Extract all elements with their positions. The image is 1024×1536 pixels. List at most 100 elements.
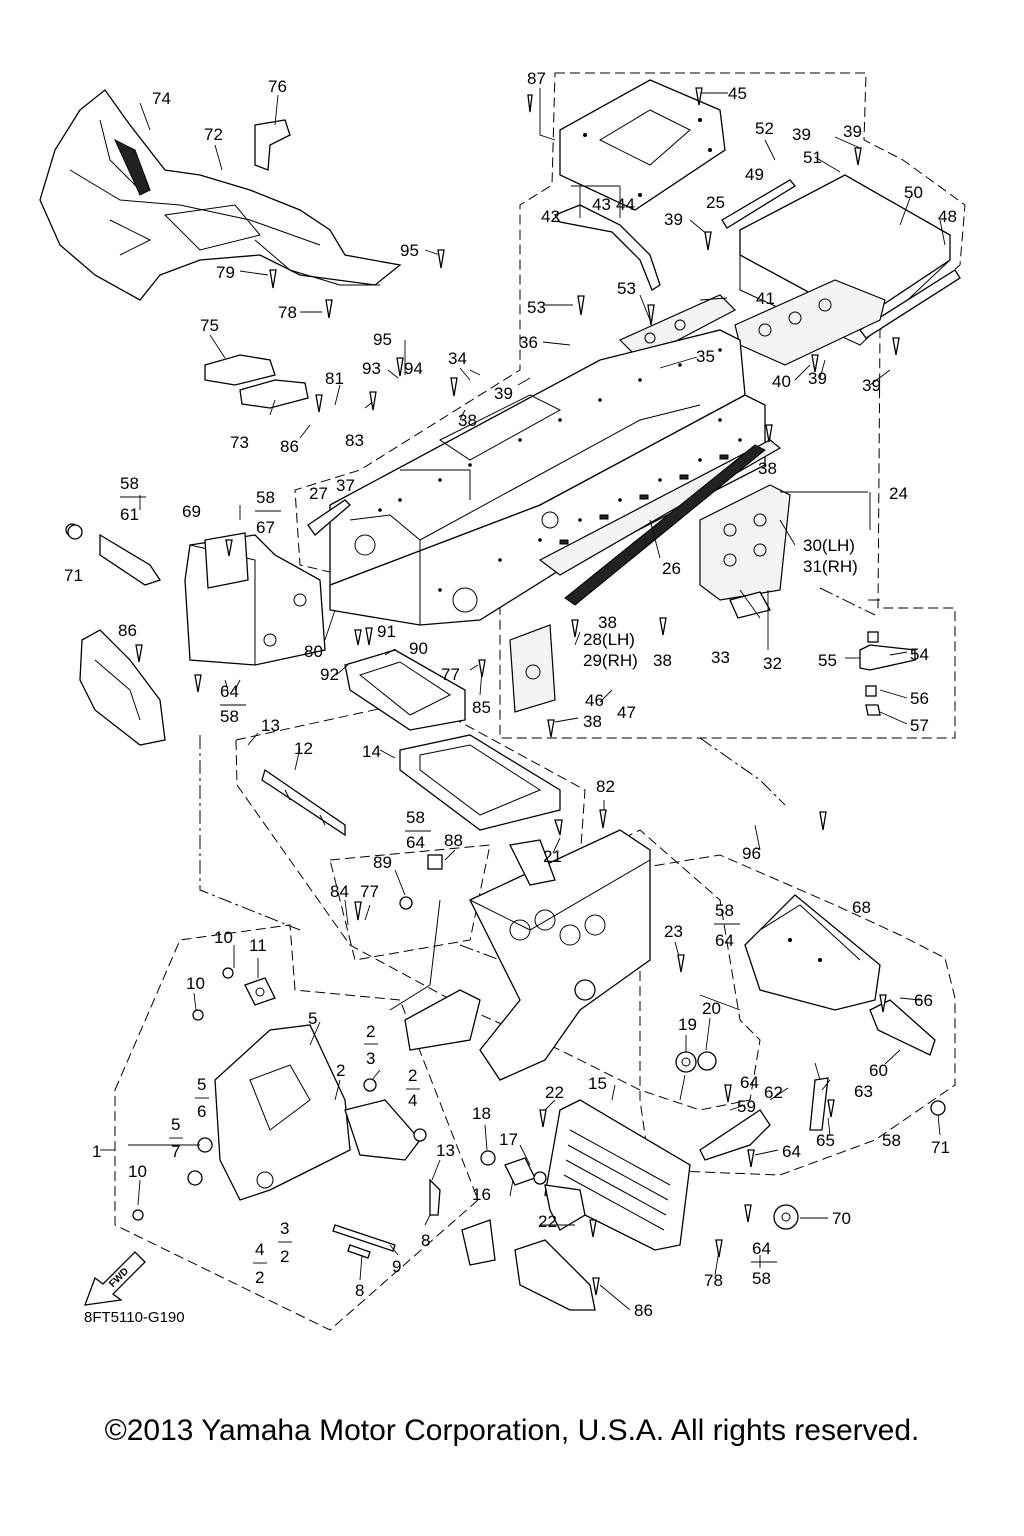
callout-10a: 10 — [214, 928, 233, 947]
callout-39a: 39 — [494, 384, 513, 403]
callout-75: 75 — [200, 316, 219, 335]
callout-15: 15 — [588, 1074, 607, 1093]
callout-91: 91 — [377, 622, 396, 641]
grommet-71-left — [67, 524, 83, 540]
bracket-76 — [254, 119, 291, 171]
callout-10c: 10 — [128, 1162, 147, 1181]
callout-38a: 38 — [458, 411, 477, 430]
callout-39c: 39 — [843, 122, 862, 141]
fasteners — [135, 87, 900, 1296]
callout-4b: 4 — [255, 1240, 264, 1259]
callout-74: 74 — [152, 89, 171, 108]
callout-38b: 38 — [758, 459, 777, 478]
callout-50: 50 — [904, 183, 923, 202]
callout-2d: 2 — [280, 1247, 289, 1266]
callout-12: 12 — [294, 739, 313, 758]
callout-61: 61 — [120, 505, 139, 524]
callout-32: 32 — [763, 654, 782, 673]
callout-58g: 58 — [752, 1269, 771, 1288]
callout-14: 14 — [362, 742, 381, 761]
bracket-60 — [869, 999, 936, 1056]
callout-72: 72 — [204, 125, 223, 144]
side-plate-30-31 — [699, 484, 791, 601]
callout-39b: 39 — [792, 125, 811, 144]
callout-77a: 77 — [441, 665, 460, 684]
callout-69: 69 — [182, 502, 201, 521]
callout-93: 93 — [362, 359, 381, 378]
callout-53a: 53 — [527, 298, 546, 317]
callout-9: 9 — [392, 1257, 401, 1276]
bracket-88 — [427, 854, 443, 870]
bracket-11 — [244, 977, 276, 1006]
radiator-15 — [544, 1099, 691, 1251]
callout-85: 85 — [472, 698, 491, 717]
callout-29: 29(RH) — [583, 651, 638, 670]
callout-2b: 2 — [408, 1066, 417, 1085]
callout-38c: 38 — [598, 613, 617, 632]
callout-33: 33 — [711, 648, 730, 667]
callout-83: 83 — [345, 431, 364, 450]
callout-78b: 78 — [704, 1271, 723, 1290]
callout-62: 62 — [764, 1083, 783, 1102]
callout-70: 70 — [832, 1209, 851, 1228]
callout-42: 42 — [541, 207, 560, 226]
callout-20: 20 — [702, 999, 721, 1018]
callout-64a: 64 — [220, 682, 239, 701]
nut-10-top — [222, 967, 234, 979]
guard-86-bottom — [461, 1219, 596, 1311]
guard-86-left — [79, 629, 166, 746]
callout-2c: 2 — [336, 1061, 345, 1080]
callout-64d: 64 — [740, 1073, 759, 1092]
callout-11: 11 — [249, 936, 267, 955]
callout-60: 60 — [869, 1061, 888, 1080]
plate-62 — [699, 1109, 771, 1161]
callout-labels: 74 76 72 79 78 75 73 86 81 83 93 95 95 9… — [64, 69, 957, 1320]
callout-44: 44 — [616, 195, 635, 214]
pipe-elbow — [544, 1184, 586, 1231]
bracket-33 — [729, 591, 771, 619]
bar-12 — [261, 768, 346, 837]
callout-64c: 64 — [715, 931, 734, 950]
callout-65: 65 — [816, 1131, 835, 1150]
pan-90 — [344, 649, 466, 731]
callout-39d: 39 — [664, 210, 683, 229]
callout-5a: 5 — [308, 1009, 317, 1028]
callout-46: 46 — [585, 691, 604, 710]
callout-8b: 8 — [355, 1281, 364, 1300]
callout-66: 66 — [914, 991, 933, 1010]
callout-79: 79 — [216, 263, 235, 282]
gasket-frame-14 — [399, 734, 561, 831]
skid-plate-68 — [744, 894, 881, 1011]
cowl-assembly — [39, 89, 402, 301]
callout-63: 63 — [854, 1082, 873, 1101]
front-subframe-1 — [214, 1024, 421, 1201]
callout-28: 28(LH) — [583, 630, 635, 649]
bushing-6 — [197, 1137, 213, 1153]
callout-57: 57 — [910, 716, 929, 735]
callout-81: 81 — [325, 369, 344, 388]
callout-59: 59 — [737, 1097, 756, 1116]
steering-support-69 — [184, 532, 326, 666]
callout-37: 37 — [336, 476, 355, 495]
callout-71a: 71 — [64, 566, 83, 585]
bolt-8-lower — [347, 1244, 371, 1259]
callout-41: 41 — [756, 289, 775, 308]
callout-2e: 2 — [255, 1268, 264, 1287]
bushing-4 — [413, 1128, 427, 1142]
bracket-63 — [809, 1077, 829, 1131]
callout-2a: 2 — [366, 1022, 375, 1041]
callout-30: 30(LH) — [803, 536, 855, 555]
rear-tunnel-plate-25 — [559, 79, 726, 211]
joint-16 — [504, 1157, 536, 1186]
callout-4a: 4 — [408, 1091, 417, 1110]
callout-6: 6 — [197, 1102, 206, 1121]
callout-86b: 86 — [118, 621, 137, 640]
cap-18 — [480, 1150, 496, 1166]
callout-34: 34 — [448, 349, 467, 368]
callout-54: 54 — [910, 645, 929, 664]
callout-90: 90 — [409, 639, 428, 658]
clamp-17 — [533, 1171, 547, 1185]
callout-43: 43 — [592, 195, 611, 214]
callout-71b: 71 — [931, 1138, 950, 1157]
callout-92: 92 — [320, 665, 339, 684]
